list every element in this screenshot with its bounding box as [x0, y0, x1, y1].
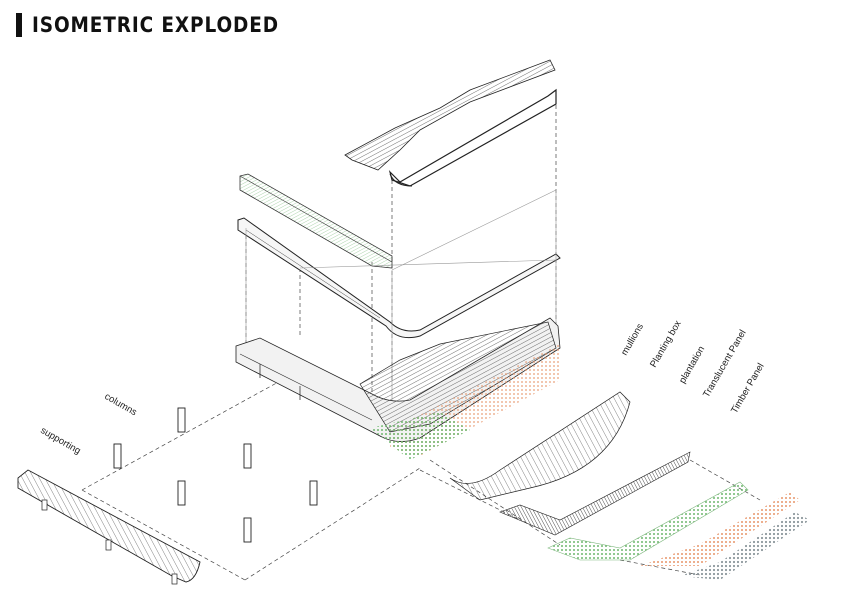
mullions-layer [449, 391, 631, 501]
supporting-beam [17, 469, 201, 585]
upper-planting-strip [239, 173, 393, 269]
label-plantation: plantation [677, 344, 707, 385]
column [243, 517, 252, 543]
column [177, 480, 186, 506]
label-timber-panel: Timber Panel [729, 361, 767, 415]
column [309, 480, 318, 506]
columns-group [113, 407, 318, 543]
timber-panel-layer [640, 492, 800, 566]
title-marker [16, 13, 22, 37]
floor-slab [235, 317, 561, 460]
upper-edge-beam [237, 217, 561, 339]
roof-slab [344, 59, 557, 187]
label-columns: columns [103, 391, 139, 418]
label-mullions: mullions [619, 322, 646, 358]
label-supporting: supporting [39, 425, 83, 457]
page-title: ISOMETRIC EXPLODED [32, 13, 280, 37]
plantation-layer [547, 481, 749, 561]
column [177, 407, 186, 433]
planting-box-layer [499, 451, 691, 536]
title-bar: ISOMETRIC EXPLODED [16, 12, 313, 38]
translucent-panel-layer [680, 512, 810, 580]
column [113, 443, 122, 469]
column [243, 443, 252, 469]
label-planting-box: Planting box [648, 319, 684, 370]
